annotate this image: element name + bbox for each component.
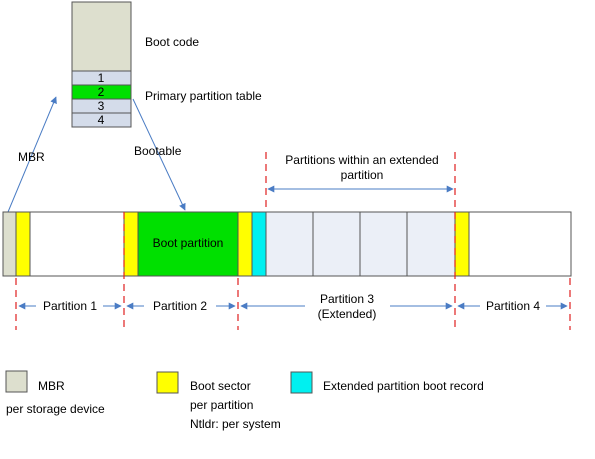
pointer-arrows: MBR Bootable (7, 96, 186, 213)
legend-mbr-label: MBR (38, 379, 65, 393)
disk-bar: Boot partition (2, 211, 572, 277)
partition-spans: Partition 1 Partition 2 Partition 3 (Ext… (18, 292, 568, 321)
legend-boot-sector-sublabel: per partition (190, 398, 253, 412)
logical-partition-4 (406, 211, 456, 277)
logical-partition-3 (359, 211, 408, 277)
legend-mbr-swatch (5, 370, 28, 393)
boot-code-label: Boot code (145, 35, 199, 49)
mbr-arrow (7, 96, 57, 213)
extended-span-label-line1: Partitions within an extended (285, 153, 438, 167)
entry-3-label: 3 (98, 99, 105, 113)
entry-1-label: 1 (98, 71, 105, 85)
partition-3-label-line1: Partition 3 (320, 292, 374, 306)
partition-1-boot-sector (15, 211, 31, 277)
extended-span: Partitions within an extended partition (267, 153, 454, 193)
legend-ebr-label: Extended partition boot record (323, 379, 484, 393)
bootable-arrow (132, 98, 186, 211)
extended-span-label-line2: partition (341, 168, 384, 182)
partition-table-entry-4 (71, 112, 132, 128)
legend-boot-sector-swatch (156, 371, 179, 394)
partition-1-label: Partition 1 (43, 299, 97, 313)
mbr-arrow-label: MBR (18, 150, 45, 164)
entry-4-label: 4 (98, 113, 105, 127)
partition-4-label: Partition 4 (486, 299, 540, 313)
legend-ntldr-label: Ntldr: per system (190, 417, 281, 431)
logical-partition-1 (265, 211, 314, 277)
boot-partition-label: Boot partition (153, 236, 224, 250)
bootable-arrow-label: Bootable (134, 144, 182, 158)
partition-3-label-line2: (Extended) (318, 307, 377, 321)
partition-2-boot-sector (123, 211, 139, 277)
partition-3-boot-sector (237, 211, 253, 277)
boot-code-box (71, 1, 132, 72)
primary-partition-table-label: Primary partition table (145, 89, 262, 103)
legend-ebr-swatch (290, 371, 313, 394)
disk-mbr-segment (2, 211, 17, 277)
legend-mbr-sublabel: per storage device (6, 402, 105, 416)
partition-boundaries (15, 152, 571, 330)
entry-2-label: 2 (98, 85, 105, 99)
logical-partition-2 (312, 211, 361, 277)
mbr-block: 1 2 3 4 Boot code Primary partition tabl… (71, 1, 262, 128)
legend: MBR per storage device Boot sector per p… (5, 370, 484, 431)
legend-boot-sector-label: Boot sector (190, 379, 251, 393)
partition-4-boot-sector (454, 211, 470, 277)
boot-partition (137, 211, 239, 277)
extended-boot-record (251, 211, 267, 277)
partition-2-label: Partition 2 (153, 299, 207, 313)
